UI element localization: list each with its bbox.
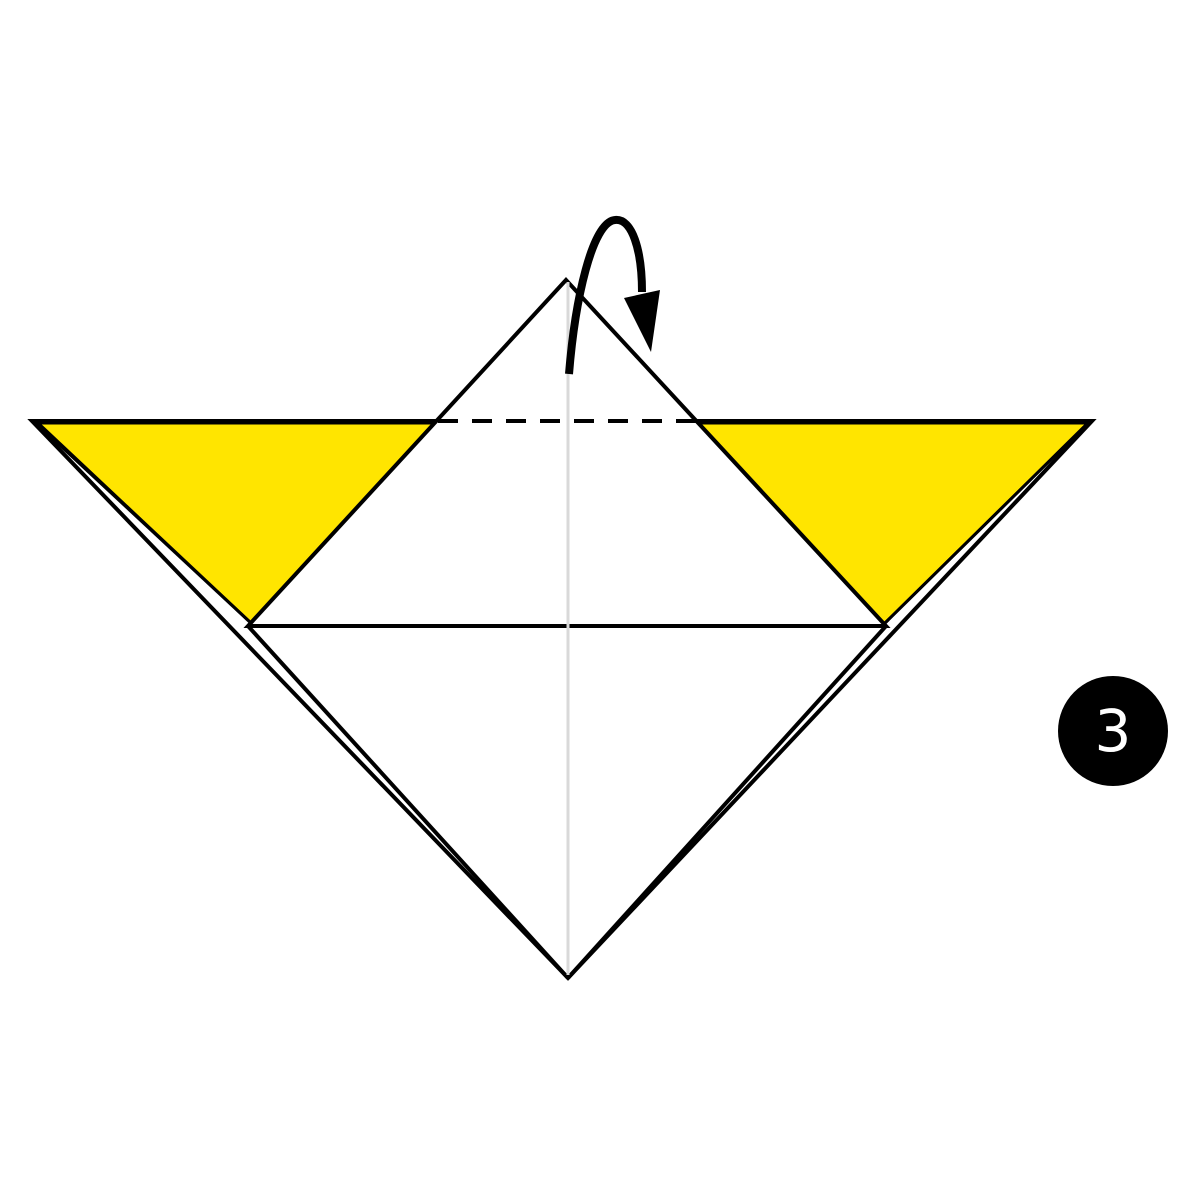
lower-right-edge [566,624,888,980]
left-outer-edge-detail [34,421,254,626]
fold-arrow-head [624,290,660,352]
fold-arrow-curve [565,216,646,375]
right-outer-edge-detail [882,421,1090,626]
step-number-badge: 3 [1058,676,1168,786]
mountain-fold-arrow-icon [565,216,660,375]
step-number: 3 [1094,697,1132,765]
lower-left-edge [246,624,570,980]
